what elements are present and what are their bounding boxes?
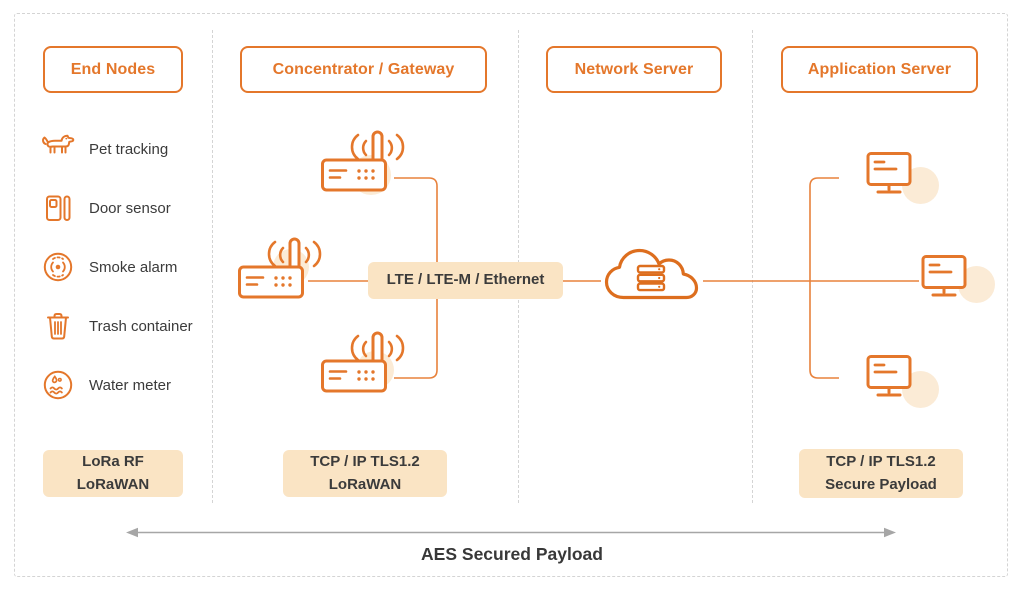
network-server-cloud xyxy=(602,246,702,306)
end-node-label: Water meter xyxy=(89,376,171,394)
arrowhead-left xyxy=(126,527,138,538)
diagram-frame xyxy=(14,13,1008,577)
end-node-trash-container: Trash container xyxy=(40,309,193,343)
trash-container-icon xyxy=(40,309,76,343)
end-node-label: Trash container xyxy=(89,317,193,335)
end-node-label: Smoke alarm xyxy=(89,258,178,276)
app-server-bottom xyxy=(865,354,913,400)
end-node-water-meter: Water meter xyxy=(40,368,171,402)
end-node-pet-tracking: Pet tracking xyxy=(40,132,168,166)
router-antenna-icon xyxy=(321,331,405,393)
cloud-server-icon xyxy=(604,248,699,300)
water-meter-icon xyxy=(40,368,76,402)
end-nodes-protocol-badge: LoRa RF LoRaWAN xyxy=(43,450,183,497)
end-node-label: Door sensor xyxy=(89,199,171,217)
protocol-line: TCP / IP TLS1.2 xyxy=(310,453,420,470)
app-server-top xyxy=(865,151,913,197)
protocol-line: Secure Payload xyxy=(825,475,937,493)
column-title-end-nodes: End Nodes xyxy=(43,46,183,93)
arrowhead-right xyxy=(884,527,896,538)
gateway-bottom xyxy=(320,330,406,394)
column-divider-1 xyxy=(212,30,213,503)
column-title-network-server: Network Server xyxy=(546,46,722,93)
gateway-protocol-badge: TCP / IP TLS1.2 LoRaWAN xyxy=(283,450,447,497)
monitor-icon xyxy=(866,355,912,397)
server-bus-line xyxy=(809,177,839,379)
gateway-middle xyxy=(237,236,323,300)
end-node-door-sensor: Door sensor xyxy=(40,191,171,225)
dog-icon xyxy=(40,132,76,166)
column-title-label: Network Server xyxy=(574,60,694,78)
column-title-application-server: Application Server xyxy=(781,46,978,93)
monitor-icon xyxy=(921,255,967,297)
smoke-alarm-icon xyxy=(40,250,76,284)
monitor-icon xyxy=(866,152,912,194)
protocol-line: LoRaWAN xyxy=(328,475,402,493)
gateway-top xyxy=(320,129,406,193)
end-node-label: Pet tracking xyxy=(89,140,169,158)
aes-span-arrow xyxy=(126,527,896,538)
protocol-line: LoRaWAN xyxy=(76,475,150,493)
column-divider-3 xyxy=(752,30,753,503)
router-antenna-icon xyxy=(321,130,405,192)
column-title-label: Concentrator / Gateway xyxy=(272,60,455,78)
protocol-line: TCP / IP TLS1.2 xyxy=(826,453,936,470)
column-title-label: End Nodes xyxy=(70,60,156,78)
app-server-middle xyxy=(920,254,968,300)
column-title-label: Application Server xyxy=(807,60,952,78)
aes-payload-label: AES Secured Payload xyxy=(421,544,603,564)
lte-link-badge: LTE / LTE-M / Ethernet xyxy=(368,262,563,299)
end-node-smoke-alarm: Smoke alarm xyxy=(40,250,177,284)
router-antenna-icon xyxy=(238,237,322,299)
lte-link-label: LTE / LTE-M / Ethernet xyxy=(386,271,545,289)
protocol-line: LoRa RF xyxy=(82,453,144,470)
column-title-concentrator-gateway: Concentrator / Gateway xyxy=(240,46,487,93)
application-protocol-badge: TCP / IP TLS1.2 Secure Payload xyxy=(799,449,963,498)
door-sensor-icon xyxy=(40,191,76,225)
